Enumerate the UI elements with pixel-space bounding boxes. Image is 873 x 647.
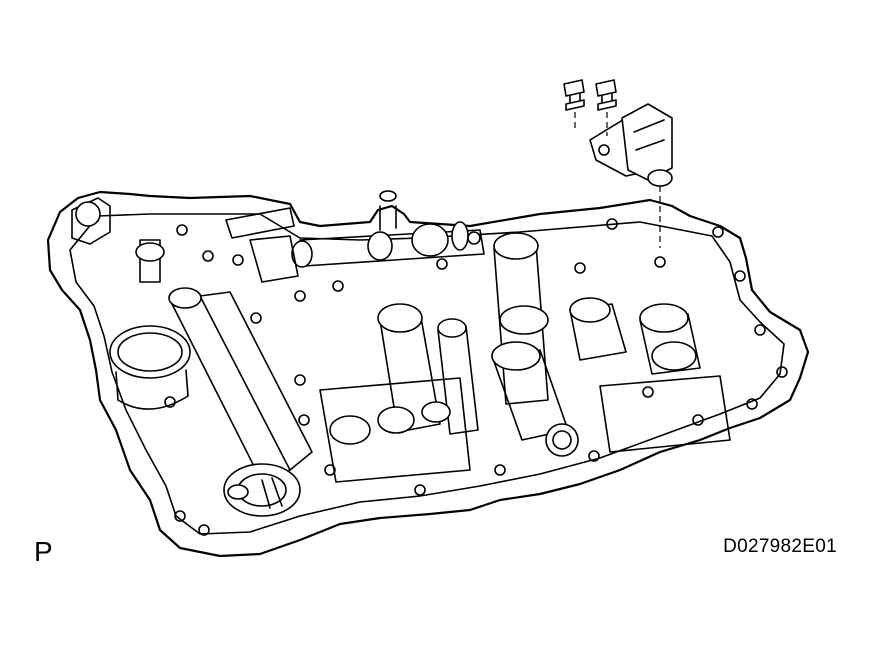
solenoid-assembly [589,103,673,248]
valve-body-outline [46,190,810,558]
plate-inner-edge [69,213,785,535]
drawing-code: D027982E01 [723,536,837,557]
spool-valves [377,232,701,457]
cylinder-bore [109,325,191,379]
view-letter: P [34,536,53,567]
bolts [563,79,617,136]
bolt-holes [164,218,788,536]
